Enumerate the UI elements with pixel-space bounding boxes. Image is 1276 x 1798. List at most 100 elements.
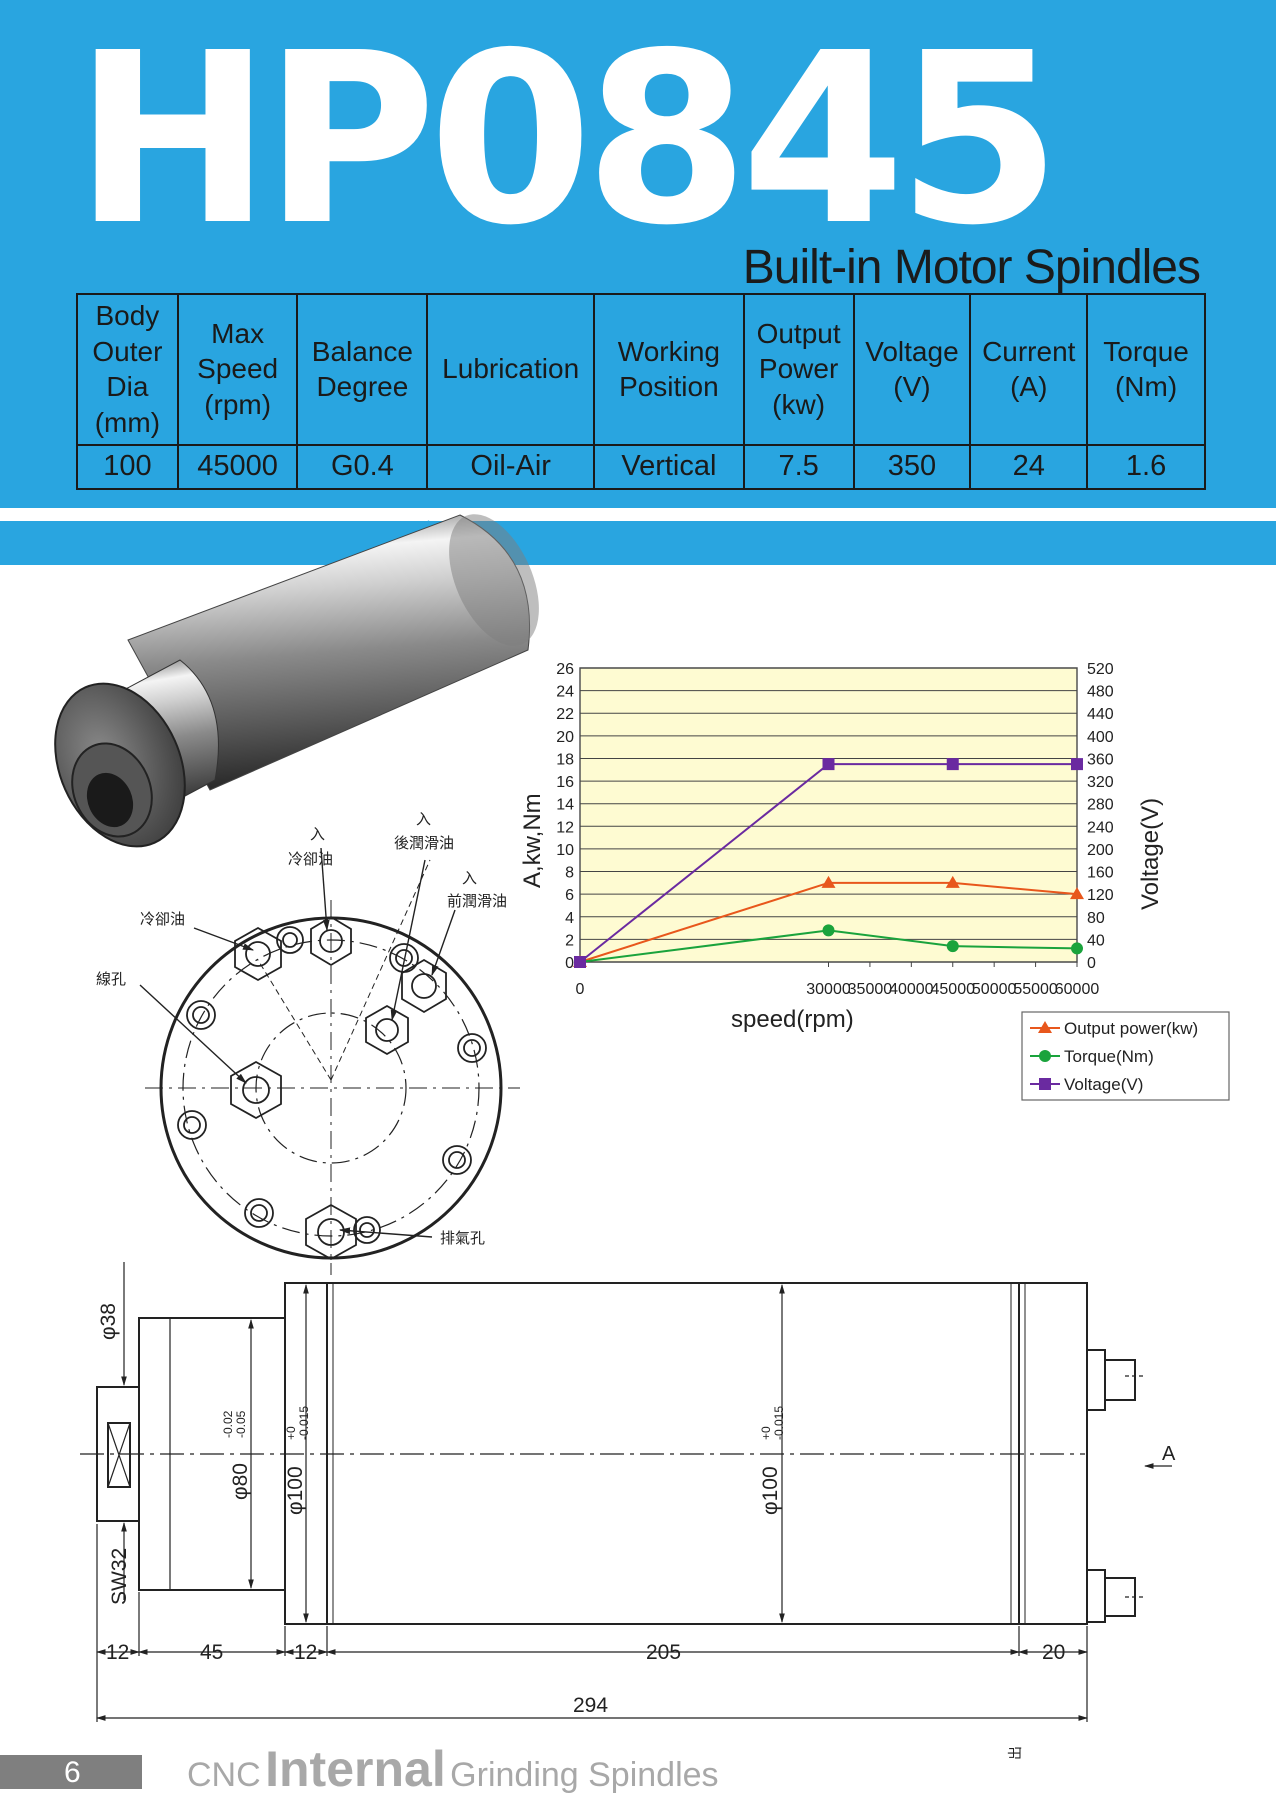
y-tick-label-left: 12 [556, 819, 574, 836]
y-tick-label-left: 8 [565, 865, 574, 882]
series-line [579, 763, 1077, 963]
spec-header-line: (A) [1010, 371, 1048, 403]
y-tick-label-right: 440 [1087, 706, 1114, 723]
spec-header-line: Current [982, 335, 1076, 367]
page-number-box: 6 [0, 1755, 142, 1789]
dim-l12a: 12 [106, 1641, 129, 1664]
footer-title: CNC Internal Grinding Spindles [187, 1740, 719, 1798]
spec-header-cell: Current (A) [969, 293, 1089, 446]
view-a-label: A [1162, 1443, 1176, 1465]
y-tick-label-left: 6 [565, 887, 574, 904]
dim-d100-a-tol-upper: +0 [284, 1426, 298, 1440]
model-title: HP0845 [74, 2, 1061, 277]
x-tick-label: 55000 [1013, 981, 1058, 998]
y-tick-label-left: 26 [556, 661, 574, 678]
legend-label: Output power(kw) [1064, 1019, 1198, 1038]
left-axis-label: A,kw,Nm [519, 793, 546, 888]
dim-d38: φ38 [97, 1303, 120, 1340]
y-tick-label-right: 240 [1087, 819, 1114, 836]
page-number: 6 [64, 1756, 81, 1789]
y-tick-label-right: 280 [1087, 797, 1114, 814]
spec-header-line: Body [95, 299, 160, 331]
y-tick-label-left: 4 [565, 910, 574, 927]
data-point [822, 758, 835, 771]
product-subtitle: Built-in Motor Spindles [742, 241, 1201, 294]
spec-header-line: Outer [92, 335, 163, 367]
spec-header-line: Max [211, 317, 265, 349]
chart-series [573, 758, 1084, 968]
legend-label: Voltage(V) [1064, 1075, 1143, 1094]
spec-header-cell: Lubrication [426, 293, 596, 446]
y-tick-label-left: 20 [556, 729, 574, 746]
x-tick-label: 45000 [931, 981, 976, 998]
x-axis-label: speed(rpm) [731, 1006, 854, 1033]
spec-header-line: (mm) [94, 407, 161, 439]
data-point [822, 924, 835, 937]
dim-d80: φ80 [229, 1463, 252, 1500]
dim-l294: 294 [573, 1694, 608, 1717]
legend-marker [1039, 1078, 1051, 1090]
y-tick-label-right: 80 [1087, 910, 1105, 927]
spec-value-cell: 7.5 [742, 443, 855, 491]
spec-header-line: Lubrication [442, 353, 580, 385]
spec-header-line: (kw) [772, 389, 826, 421]
dim-sw32: SW32 [108, 1548, 131, 1605]
dim-d100-b-tol-upper: +0 [759, 1426, 773, 1440]
y-tick-label-left: 2 [565, 932, 574, 949]
label-front-lube-in-mark: 入 [462, 869, 477, 887]
spec-header-line: Speed [197, 353, 279, 385]
chart-legend: Output power(kw) Torque(Nm) Voltage(V) [1021, 1011, 1230, 1101]
dim-d80-tol-lower: -0.05 [234, 1410, 248, 1438]
series-line [579, 929, 1078, 963]
spec-header-line: (V) [893, 371, 931, 403]
legend-label: Torque(Nm) [1064, 1047, 1154, 1066]
footer-title-pre: CNC [187, 1756, 261, 1794]
label-exhaust: 排氣孔 [440, 1229, 485, 1247]
dimension-labels: φ38 SW32 φ80 -0.02 -0.05 φ100 +0 -0.015 … [97, 1303, 1176, 1760]
x-tick-label: 0 [576, 981, 585, 998]
spec-value-cell: 24 [969, 443, 1089, 491]
y-tick-label-right: 400 [1087, 729, 1114, 746]
side-elevation-drawing [80, 1262, 1172, 1722]
label-coolant-in: 冷卻油 [288, 850, 333, 868]
spec-header-line: Torque [1103, 335, 1189, 367]
footer-title-bold: Internal [265, 1741, 446, 1797]
label-rear-lube-in-mark: 入 [416, 810, 431, 828]
label-coolant-in-mark: 入 [310, 825, 325, 843]
dim-d100-a-tol-lower: -0.015 [297, 1406, 311, 1440]
spec-value-cell: G0.4 [296, 443, 429, 491]
data-point [1071, 942, 1083, 955]
spec-header-line: Working [617, 335, 720, 367]
data-point [946, 940, 959, 953]
y-tick-label-left: 22 [556, 706, 574, 723]
data-point [1070, 887, 1084, 900]
dim-l20: 20 [1042, 1641, 1065, 1664]
spec-header-line: Degree [316, 371, 409, 403]
dim-d80-tol-upper: -0.02 [221, 1410, 235, 1438]
y-tick-label-left: 16 [556, 774, 574, 791]
y-tick-label-right: 40 [1087, 932, 1105, 949]
spec-header-line: Output [756, 317, 841, 349]
dim-d100-b-tol-lower: -0.015 [772, 1406, 786, 1440]
y-tick-label-right: 160 [1087, 865, 1114, 882]
y-tick-label-right: 520 [1087, 661, 1114, 678]
y-tick-label-left: 10 [556, 842, 574, 859]
spec-value-cell: 1.6 [1086, 443, 1206, 491]
dim-l205: 205 [646, 1641, 681, 1664]
dim-d100-b: φ100 [759, 1466, 782, 1515]
plot-area [579, 667, 1078, 963]
spec-header-line: Voltage [865, 335, 959, 367]
label-front-lube-in: 前潤滑油 [447, 892, 507, 910]
y-tick-label-left: 24 [556, 684, 574, 701]
y-tick-label-right: 360 [1087, 751, 1114, 768]
